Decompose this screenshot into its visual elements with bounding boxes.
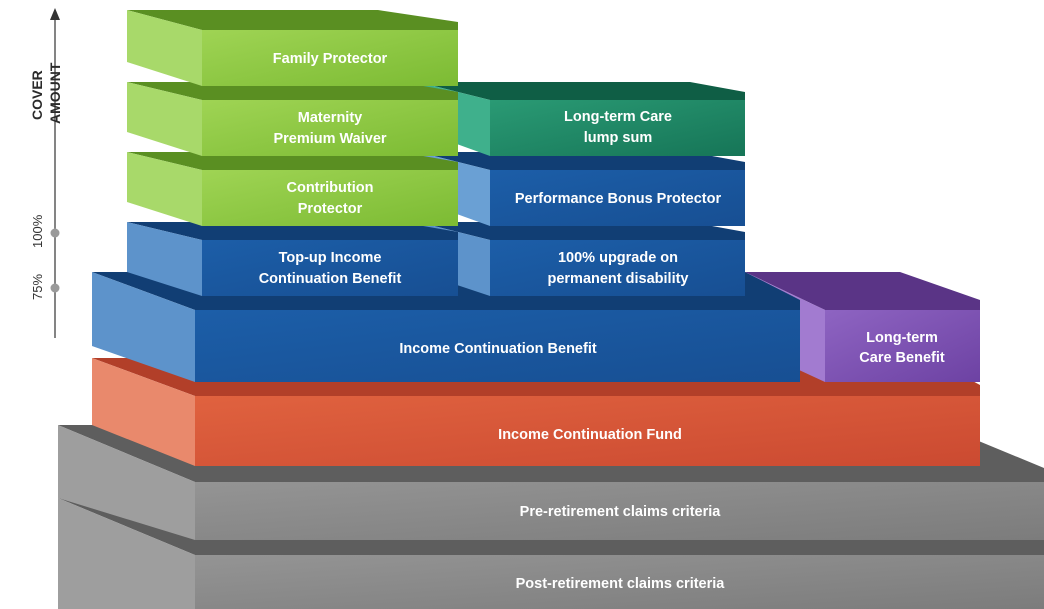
axis-marker-100: 100% [30, 214, 45, 248]
label-post-retirement: Post-retirement claims criteria [516, 576, 726, 592]
block-maternity-premium-waiver: Maternity Premium Waiver [127, 82, 458, 156]
label-topup-line2: Continuation Benefit [259, 271, 402, 287]
label-maternity-line2: Premium Waiver [273, 131, 386, 147]
label-performance-bonus: Performance Bonus Protector [515, 191, 722, 207]
label-ltc-benefit-line2: Care Benefit [859, 350, 945, 366]
cover-axis: COVER AMOUNT 100% 75% [29, 8, 63, 338]
block-topup-income-continuation: Top-up Income Continuation Benefit [127, 222, 458, 296]
marker-75-dot [50, 283, 60, 293]
label-upgrade-line1: 100% upgrade on [558, 250, 678, 266]
label-pre-retirement: Pre-retirement claims criteria [520, 504, 722, 520]
label-income-continuation-fund: Income Continuation Fund [498, 427, 682, 443]
axis-title-line1: COVER [29, 70, 45, 120]
label-ltc-benefit-line1: Long-term [866, 330, 938, 346]
block-ltc-lump-sum: Long-term Care lump sum [418, 82, 745, 156]
axis-title-line2: AMOUNT [47, 62, 63, 124]
marker-100-dot [50, 228, 60, 238]
block-contribution-protector: Contribution Protector [127, 152, 458, 226]
block-upgrade-permanent-disability: 100% upgrade on permanent disability [418, 222, 745, 296]
arrow-up-icon [50, 8, 60, 20]
label-contribution-line2: Protector [298, 201, 363, 217]
label-upgrade-line2: permanent disability [547, 271, 688, 287]
label-topup-line1: Top-up Income [279, 250, 382, 266]
label-income-continuation-benefit: Income Continuation Benefit [399, 341, 597, 357]
label-contribution-line1: Contribution [287, 180, 374, 196]
axis-marker-75: 75% [30, 274, 45, 300]
label-family-protector: Family Protector [273, 51, 388, 67]
label-ltc-lump-line2: lump sum [584, 130, 652, 146]
block-performance-bonus-protector: Performance Bonus Protector [418, 152, 745, 226]
label-ltc-lump-line1: Long-term Care [564, 109, 672, 125]
block-family-protector: Family Protector [127, 10, 458, 86]
label-maternity-line1: Maternity [298, 110, 362, 126]
